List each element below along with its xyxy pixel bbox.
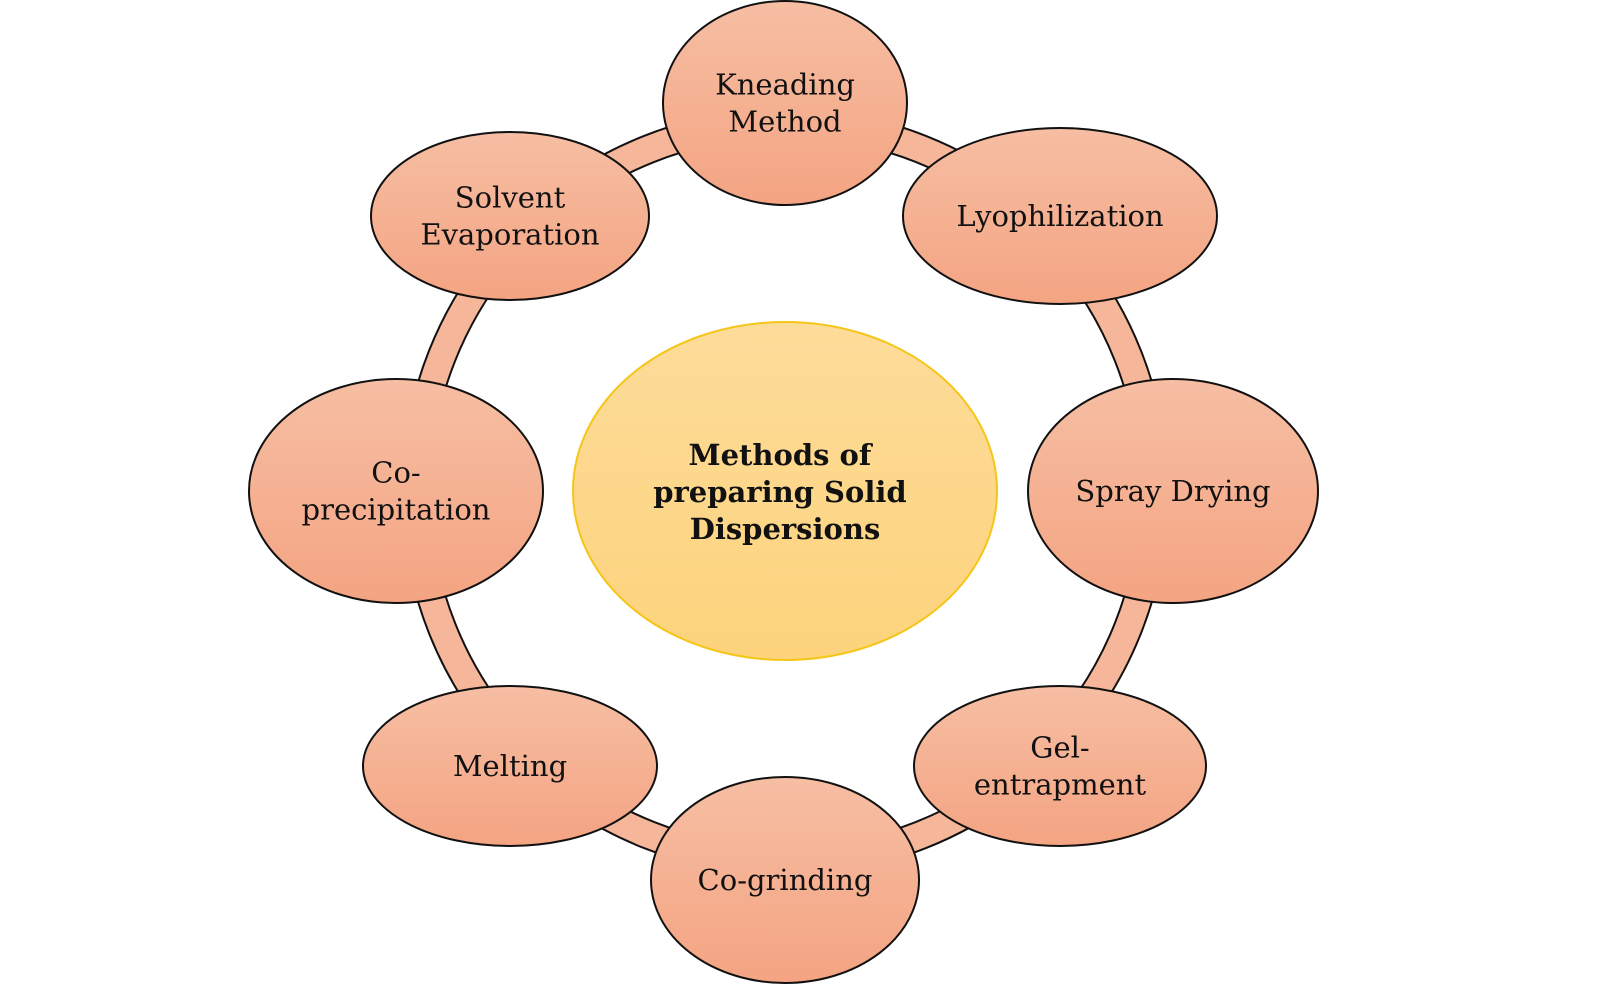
center-title-line: Methods of: [688, 438, 873, 472]
method-node-gel-entrapment: Gel-entrapment: [913, 685, 1207, 847]
method-label-line: Spray Drying: [1075, 474, 1270, 508]
method-ellipse: [370, 131, 650, 301]
method-ellipse: [902, 127, 1218, 305]
method-label: Co-precipitation: [302, 456, 491, 527]
center-node: Methods of preparing Solid Dispersions: [572, 321, 998, 661]
center-title-line: preparing Solid: [653, 475, 906, 509]
method-ellipse: [662, 0, 908, 206]
method-label-line: entrapment: [974, 768, 1147, 802]
method-node-lyophilization: Lyophilization: [902, 127, 1218, 305]
method-node-melting: Melting: [362, 685, 658, 847]
method-label: Melting: [453, 749, 567, 783]
method-label-line: precipitation: [302, 493, 491, 527]
method-label: Gel-entrapment: [974, 731, 1147, 802]
method-label-line: Lyophilization: [956, 199, 1163, 233]
method-label: Co-grinding: [698, 863, 873, 897]
method-label-line: Method: [728, 105, 841, 139]
method-label: Lyophilization: [956, 199, 1163, 233]
center-title-line: Dispersions: [690, 512, 881, 546]
method-label-line: Co-grinding: [698, 863, 873, 897]
method-label: Spray Drying: [1075, 474, 1270, 508]
method-node-spray-drying: Spray Drying: [1027, 378, 1319, 604]
method-ellipse: [650, 776, 920, 984]
method-ellipse: [362, 685, 658, 847]
center-title: Methods of preparing Solid Dispersions: [653, 438, 917, 546]
method-label-line: Solvent: [455, 181, 566, 215]
method-label-line: Evaporation: [420, 218, 599, 252]
method-label-line: Kneading: [715, 68, 855, 102]
method-label-line: Melting: [453, 749, 567, 783]
method-node-co-precipitation: Co-precipitation: [248, 378, 544, 604]
method-node-co-grinding: Co-grinding: [650, 776, 920, 984]
method-ellipse: [248, 378, 544, 604]
method-label-line: Co-: [371, 456, 420, 490]
method-label-line: Gel-: [1030, 731, 1089, 765]
method-ellipse: [913, 685, 1207, 847]
method-ellipse: [1027, 378, 1319, 604]
